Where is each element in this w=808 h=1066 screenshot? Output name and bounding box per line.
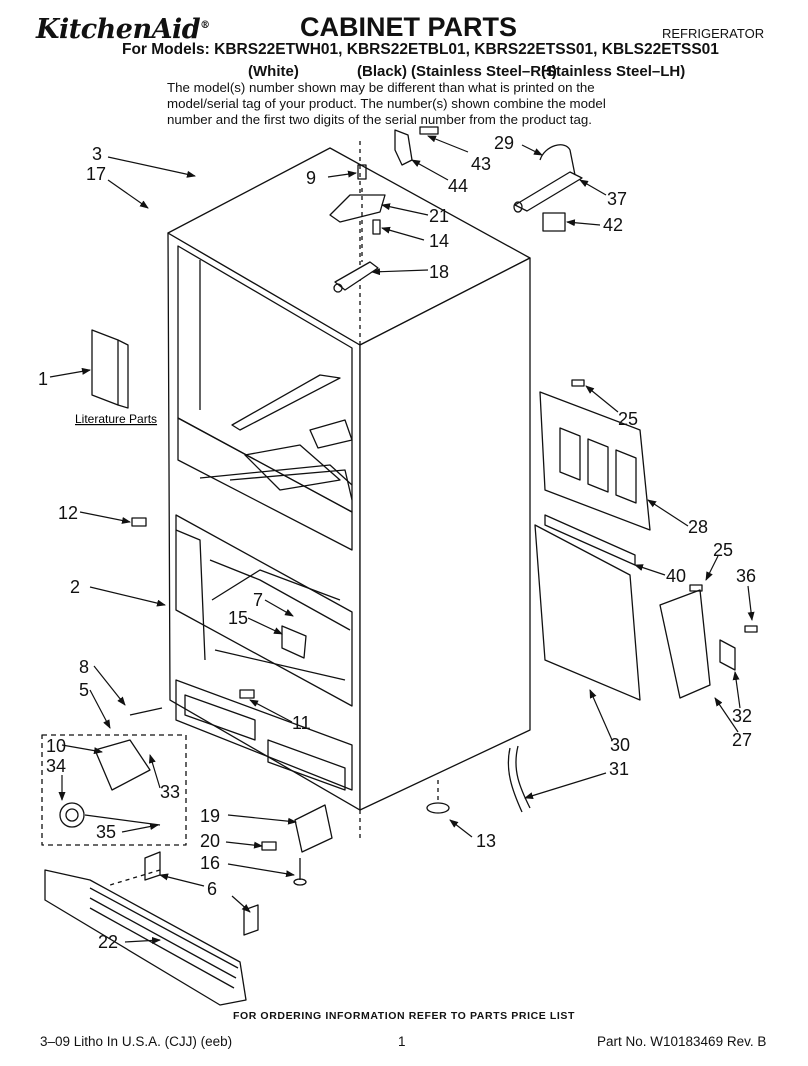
callout-9: 9 <box>306 168 316 188</box>
callout-30: 30 <box>610 735 630 755</box>
brand-mark: ® <box>200 20 210 31</box>
callout-16: 16 <box>200 853 220 873</box>
callout-33: 33 <box>160 782 180 802</box>
callout-35: 35 <box>96 822 116 842</box>
litho-info: 3–09 Litho In U.S.A. (CJJ) (eeb) <box>40 1034 233 1049</box>
callout-13: 13 <box>476 831 496 851</box>
models-line: For Models: KBRS22ETWH01, KBRS22ETBL01, … <box>122 41 719 58</box>
callout-14: 14 <box>429 231 449 251</box>
callout-40: 40 <box>666 566 686 586</box>
roller-assembly-region <box>41 707 187 846</box>
brand-name: KitchenAid <box>36 14 201 45</box>
rear-cover-panel <box>534 379 758 701</box>
callout-3: 3 <box>92 144 102 164</box>
callout-1: 1 <box>38 369 48 389</box>
callout-32: 32 <box>732 706 752 726</box>
literature-booklet <box>91 329 129 409</box>
callout-numbers: 3 17 9 43 44 29 37 21 14 42 18 1 25 12 2… <box>38 133 756 952</box>
callout-10: 10 <box>46 736 66 756</box>
callout-18: 18 <box>429 262 449 282</box>
callout-6: 6 <box>207 879 217 899</box>
appliance-category: REFRIGERATOR <box>662 26 765 41</box>
variant-stainless-rh: (Stainless Steel–RH) <box>411 63 557 80</box>
front-bracket-assembly <box>131 517 333 886</box>
callout-43: 43 <box>471 154 491 174</box>
callout-34: 34 <box>46 756 66 776</box>
callout-27: 27 <box>732 730 752 750</box>
variant-stainless-lh: (Stainless Steel–LH) <box>541 63 686 80</box>
model-notice: The model(s) number shown may be differe… <box>167 80 606 127</box>
page-title: CABINET PARTS <box>300 12 518 42</box>
callout-37: 37 <box>607 189 627 209</box>
callout-11: 11 <box>292 713 311 733</box>
callout-17: 17 <box>86 164 106 184</box>
callout-42: 42 <box>603 215 623 235</box>
callout-25-top: 25 <box>618 409 638 429</box>
base-grille <box>44 851 259 1006</box>
callout-25-side: 25 <box>713 540 733 560</box>
brand-logo: KitchenAid® <box>36 14 210 45</box>
cabinet-shell <box>167 140 531 840</box>
water-valve-assembly <box>513 144 583 232</box>
callout-8: 8 <box>79 657 89 677</box>
variant-black: (Black) <box>357 63 408 80</box>
callout-21: 21 <box>429 206 449 226</box>
callout-15: 15 <box>228 608 248 628</box>
callout-5: 5 <box>79 680 89 700</box>
ordering-info: FOR ORDERING INFORMATION REFER TO PARTS … <box>232 1010 576 1022</box>
callout-12: 12 <box>58 503 78 523</box>
drain-assembly <box>426 745 531 814</box>
callout-2: 2 <box>70 577 80 597</box>
top-hinge-assembly <box>329 126 439 293</box>
callout-44: 44 <box>448 176 468 196</box>
variant-white: (White) <box>248 63 299 80</box>
callout-19: 19 <box>200 806 220 826</box>
callout-28: 28 <box>688 517 708 537</box>
callout-22: 22 <box>98 932 118 952</box>
page-number: 1 <box>398 1034 406 1049</box>
callout-7: 7 <box>253 590 263 610</box>
callout-36: 36 <box>736 566 756 586</box>
callout-20: 20 <box>200 831 220 851</box>
literature-parts-label: Literature Parts <box>75 412 157 426</box>
leader-lines <box>49 135 755 944</box>
callout-29: 29 <box>494 133 514 153</box>
callout-31: 31 <box>609 759 629 779</box>
part-number: Part No. W10183469 Rev. B <box>597 1034 767 1049</box>
